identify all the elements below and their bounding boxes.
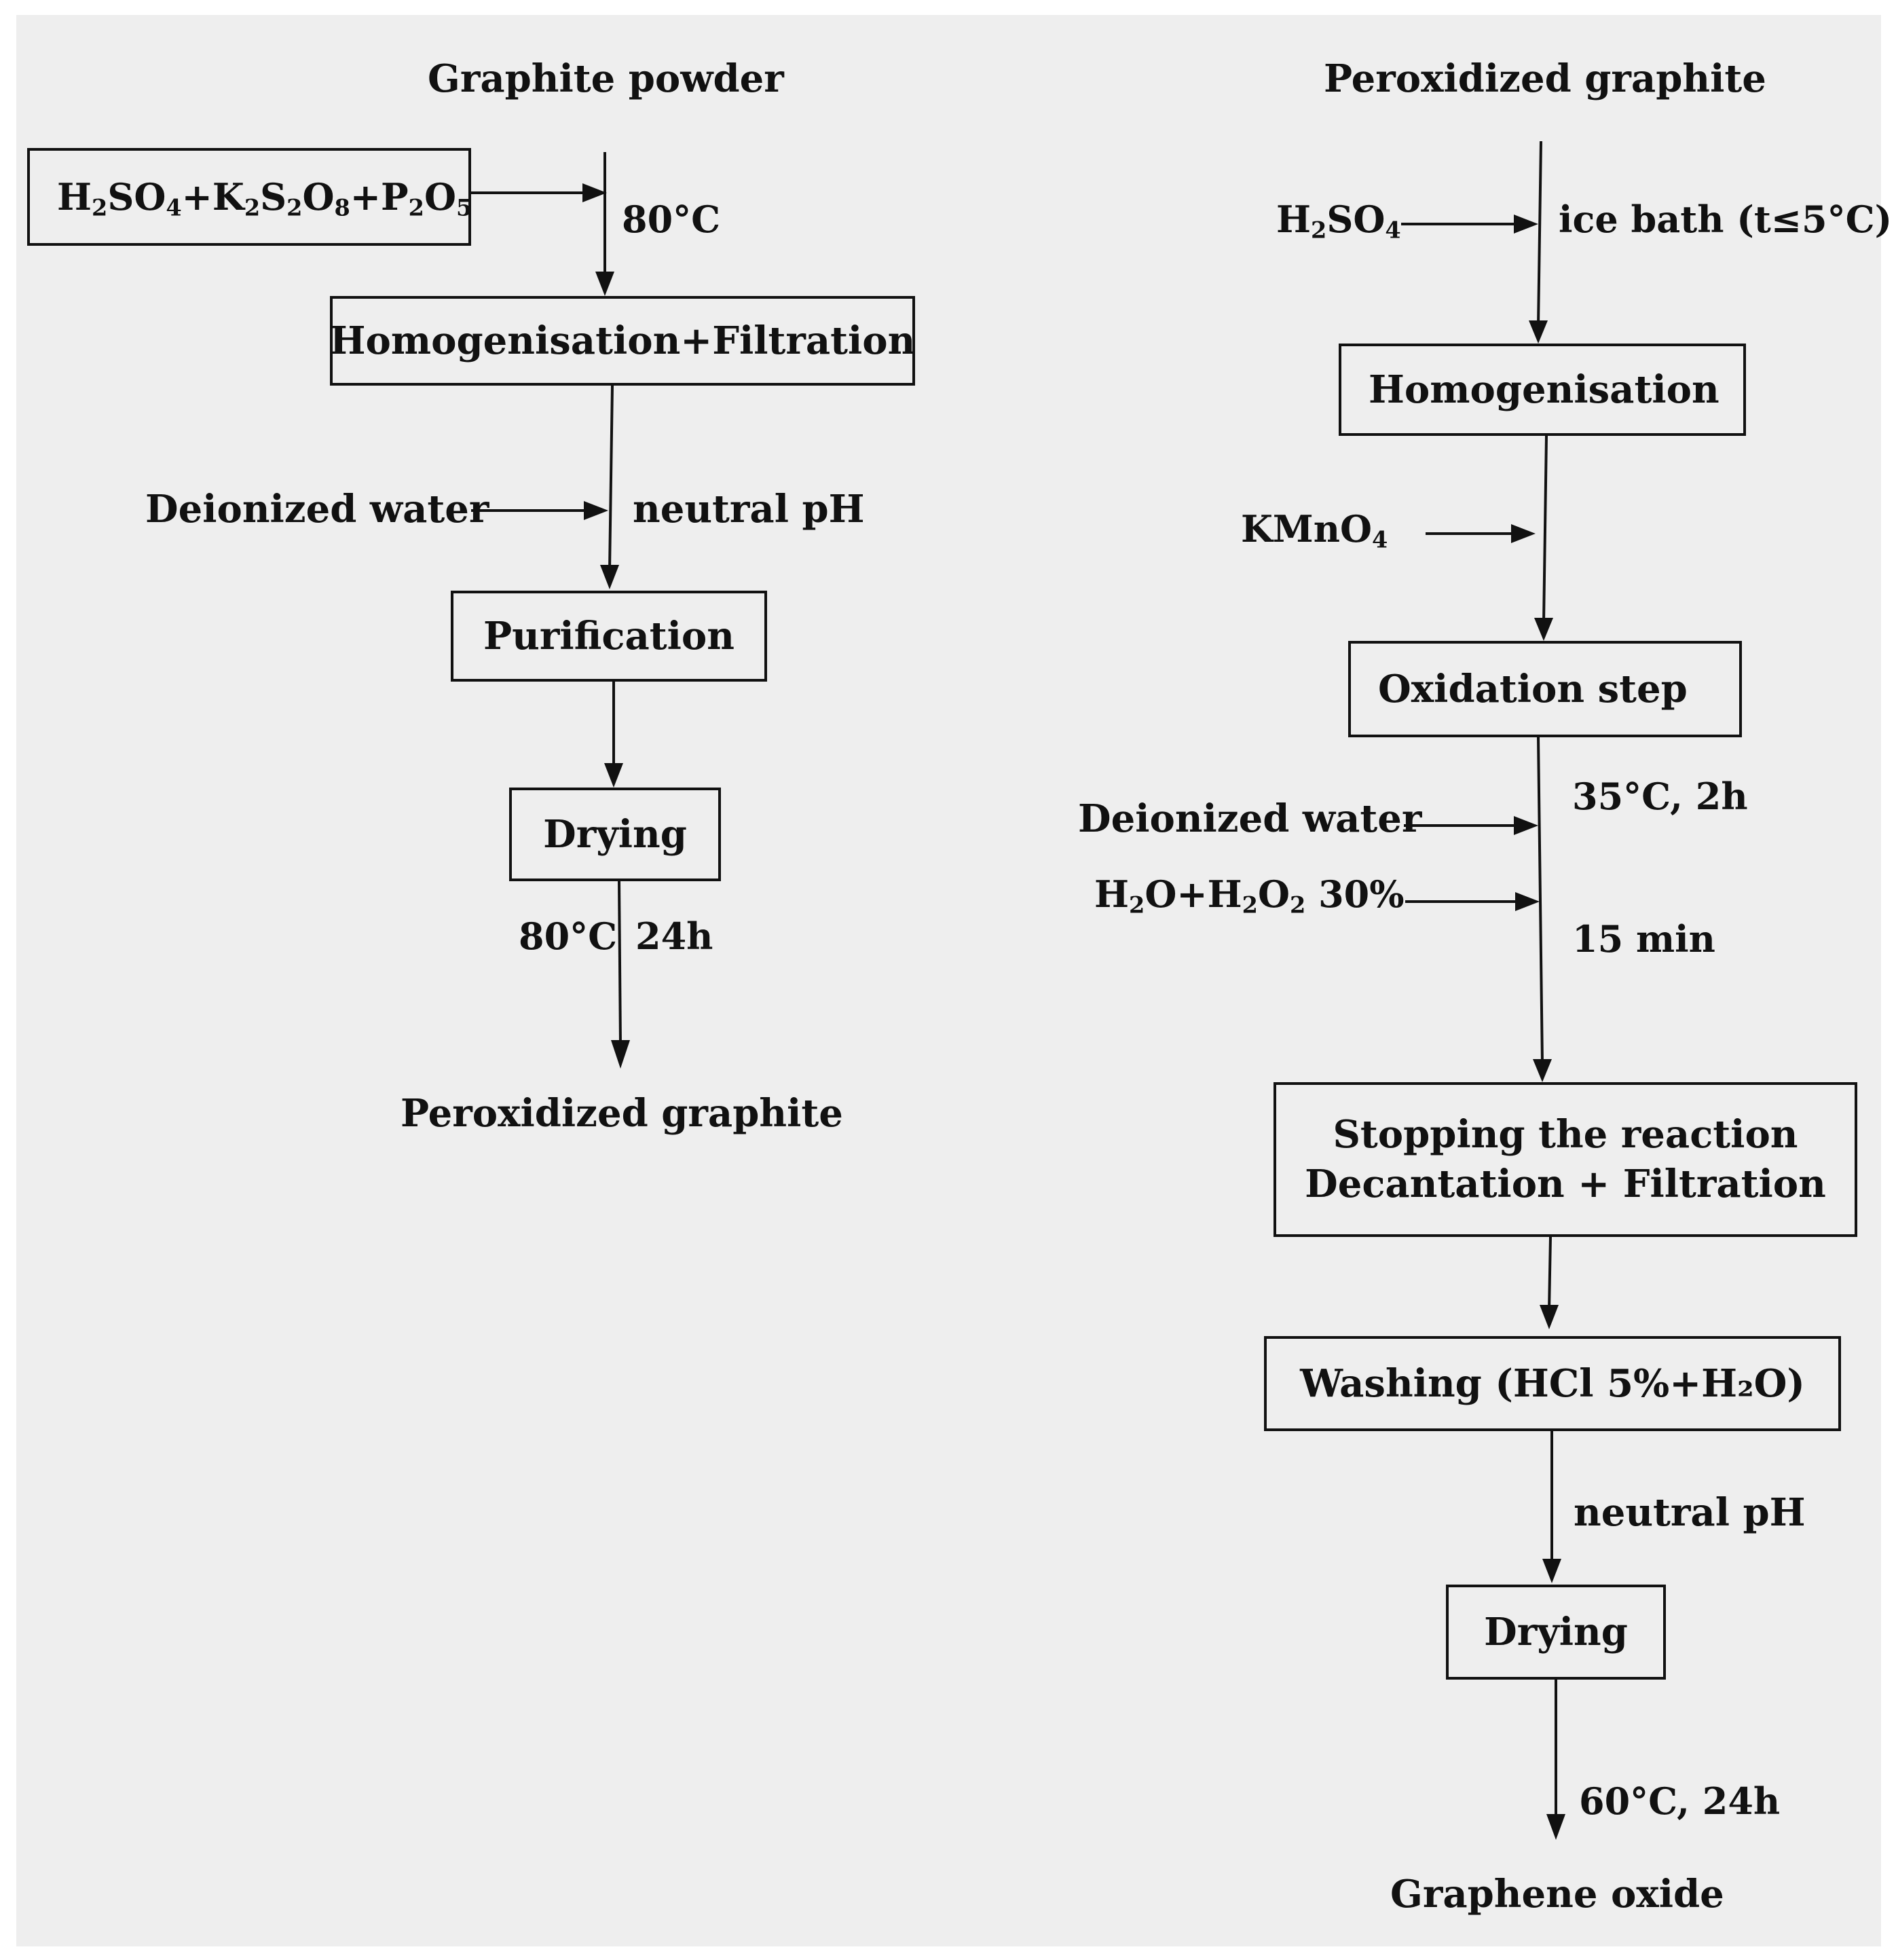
reagent-box-left: H2SO4+K2S2O8+P2O5: [27, 148, 472, 246]
left-step-homogenisation-filtration: Homogenisation+Filtration: [330, 296, 915, 386]
left-start-label: Graphite powder: [428, 56, 784, 101]
arrow-left-main-4: [611, 881, 630, 1069]
left-input-deionized-water: Deionized water: [145, 487, 489, 532]
left-step-2-label: Purification: [483, 613, 735, 659]
right-step-3-line-2: Decantation + Filtration: [1305, 1162, 1826, 1206]
left-step-3-label: Drying: [543, 811, 687, 857]
right-start-label: Peroxidized graphite: [1324, 56, 1766, 101]
left-condition-3a: 80°C: [519, 914, 618, 958]
reagent-formula-left: H2SO4+K2S2O8+P2O5: [57, 174, 472, 221]
right-input-acid: H2SO4: [1276, 198, 1401, 244]
right-step-2-label: Oxidation step: [1378, 666, 1688, 711]
left-step-purification: Purification: [451, 591, 767, 682]
right-condition-5: 60°C, 24h: [1579, 1779, 1781, 1823]
right-step-washing: Washing (HCl 5%+H₂O): [1264, 1336, 1841, 1431]
arrow-left-water: [471, 501, 608, 520]
arrow-right-kmno4: [1426, 524, 1536, 543]
arrow-right-main-3: [1533, 737, 1552, 1082]
right-condition-2: 35°C, 2h: [1572, 775, 1748, 818]
left-condition-3b: 24h: [635, 914, 713, 958]
right-step-oxidation: Oxidation step: [1348, 641, 1742, 737]
arrow-right-water: [1404, 816, 1538, 835]
arrow-left-reagent: [471, 183, 607, 202]
right-step-drying: Drying: [1446, 1585, 1666, 1680]
right-step-stopping-reaction: Stopping the reaction Decantation + Filt…: [1274, 1082, 1857, 1237]
right-condition-4: neutral pH: [1574, 1490, 1806, 1535]
right-step-1-label: Homogenisation: [1369, 367, 1720, 412]
arrow-left-main-1: [595, 152, 614, 296]
left-condition-1: 80°C: [622, 198, 721, 241]
arrow-right-peroxide: [1405, 892, 1540, 911]
arrow-right-acid: [1401, 215, 1538, 234]
left-end-label: Peroxidized graphite: [401, 1091, 843, 1136]
arrow-right-main-4: [1540, 1236, 1559, 1329]
right-step-homogenisation: Homogenisation: [1339, 344, 1746, 436]
arrow-right-main-1: [1529, 141, 1548, 344]
right-condition-1: ice bath (t≤5°C): [1559, 198, 1893, 241]
right-step-3-line-1: Stopping the reaction: [1333, 1112, 1798, 1158]
right-end-label: Graphene oxide: [1390, 1872, 1724, 1917]
right-input-peroxide: H2O+H2O2 30%: [1094, 872, 1405, 919]
right-input-deionized-water: Deionized water: [1078, 796, 1422, 841]
right-step-4-label: Washing (HCl 5%+H₂O): [1300, 1361, 1805, 1406]
left-step-drying: Drying: [509, 788, 721, 881]
right-input-kmno4: KMnO4: [1241, 507, 1388, 553]
arrow-right-main-2: [1534, 435, 1553, 641]
arrow-left-main-3: [604, 682, 623, 788]
left-condition-2: neutral pH: [633, 487, 865, 532]
arrow-left-main-2: [600, 385, 619, 589]
arrow-right-main-5: [1542, 1431, 1561, 1583]
right-step-5-label: Drying: [1484, 1609, 1628, 1654]
left-step-1-label: Homogenisation+Filtration: [329, 318, 916, 363]
arrow-right-main-6: [1546, 1680, 1565, 1840]
right-condition-3: 15 min: [1572, 917, 1715, 961]
